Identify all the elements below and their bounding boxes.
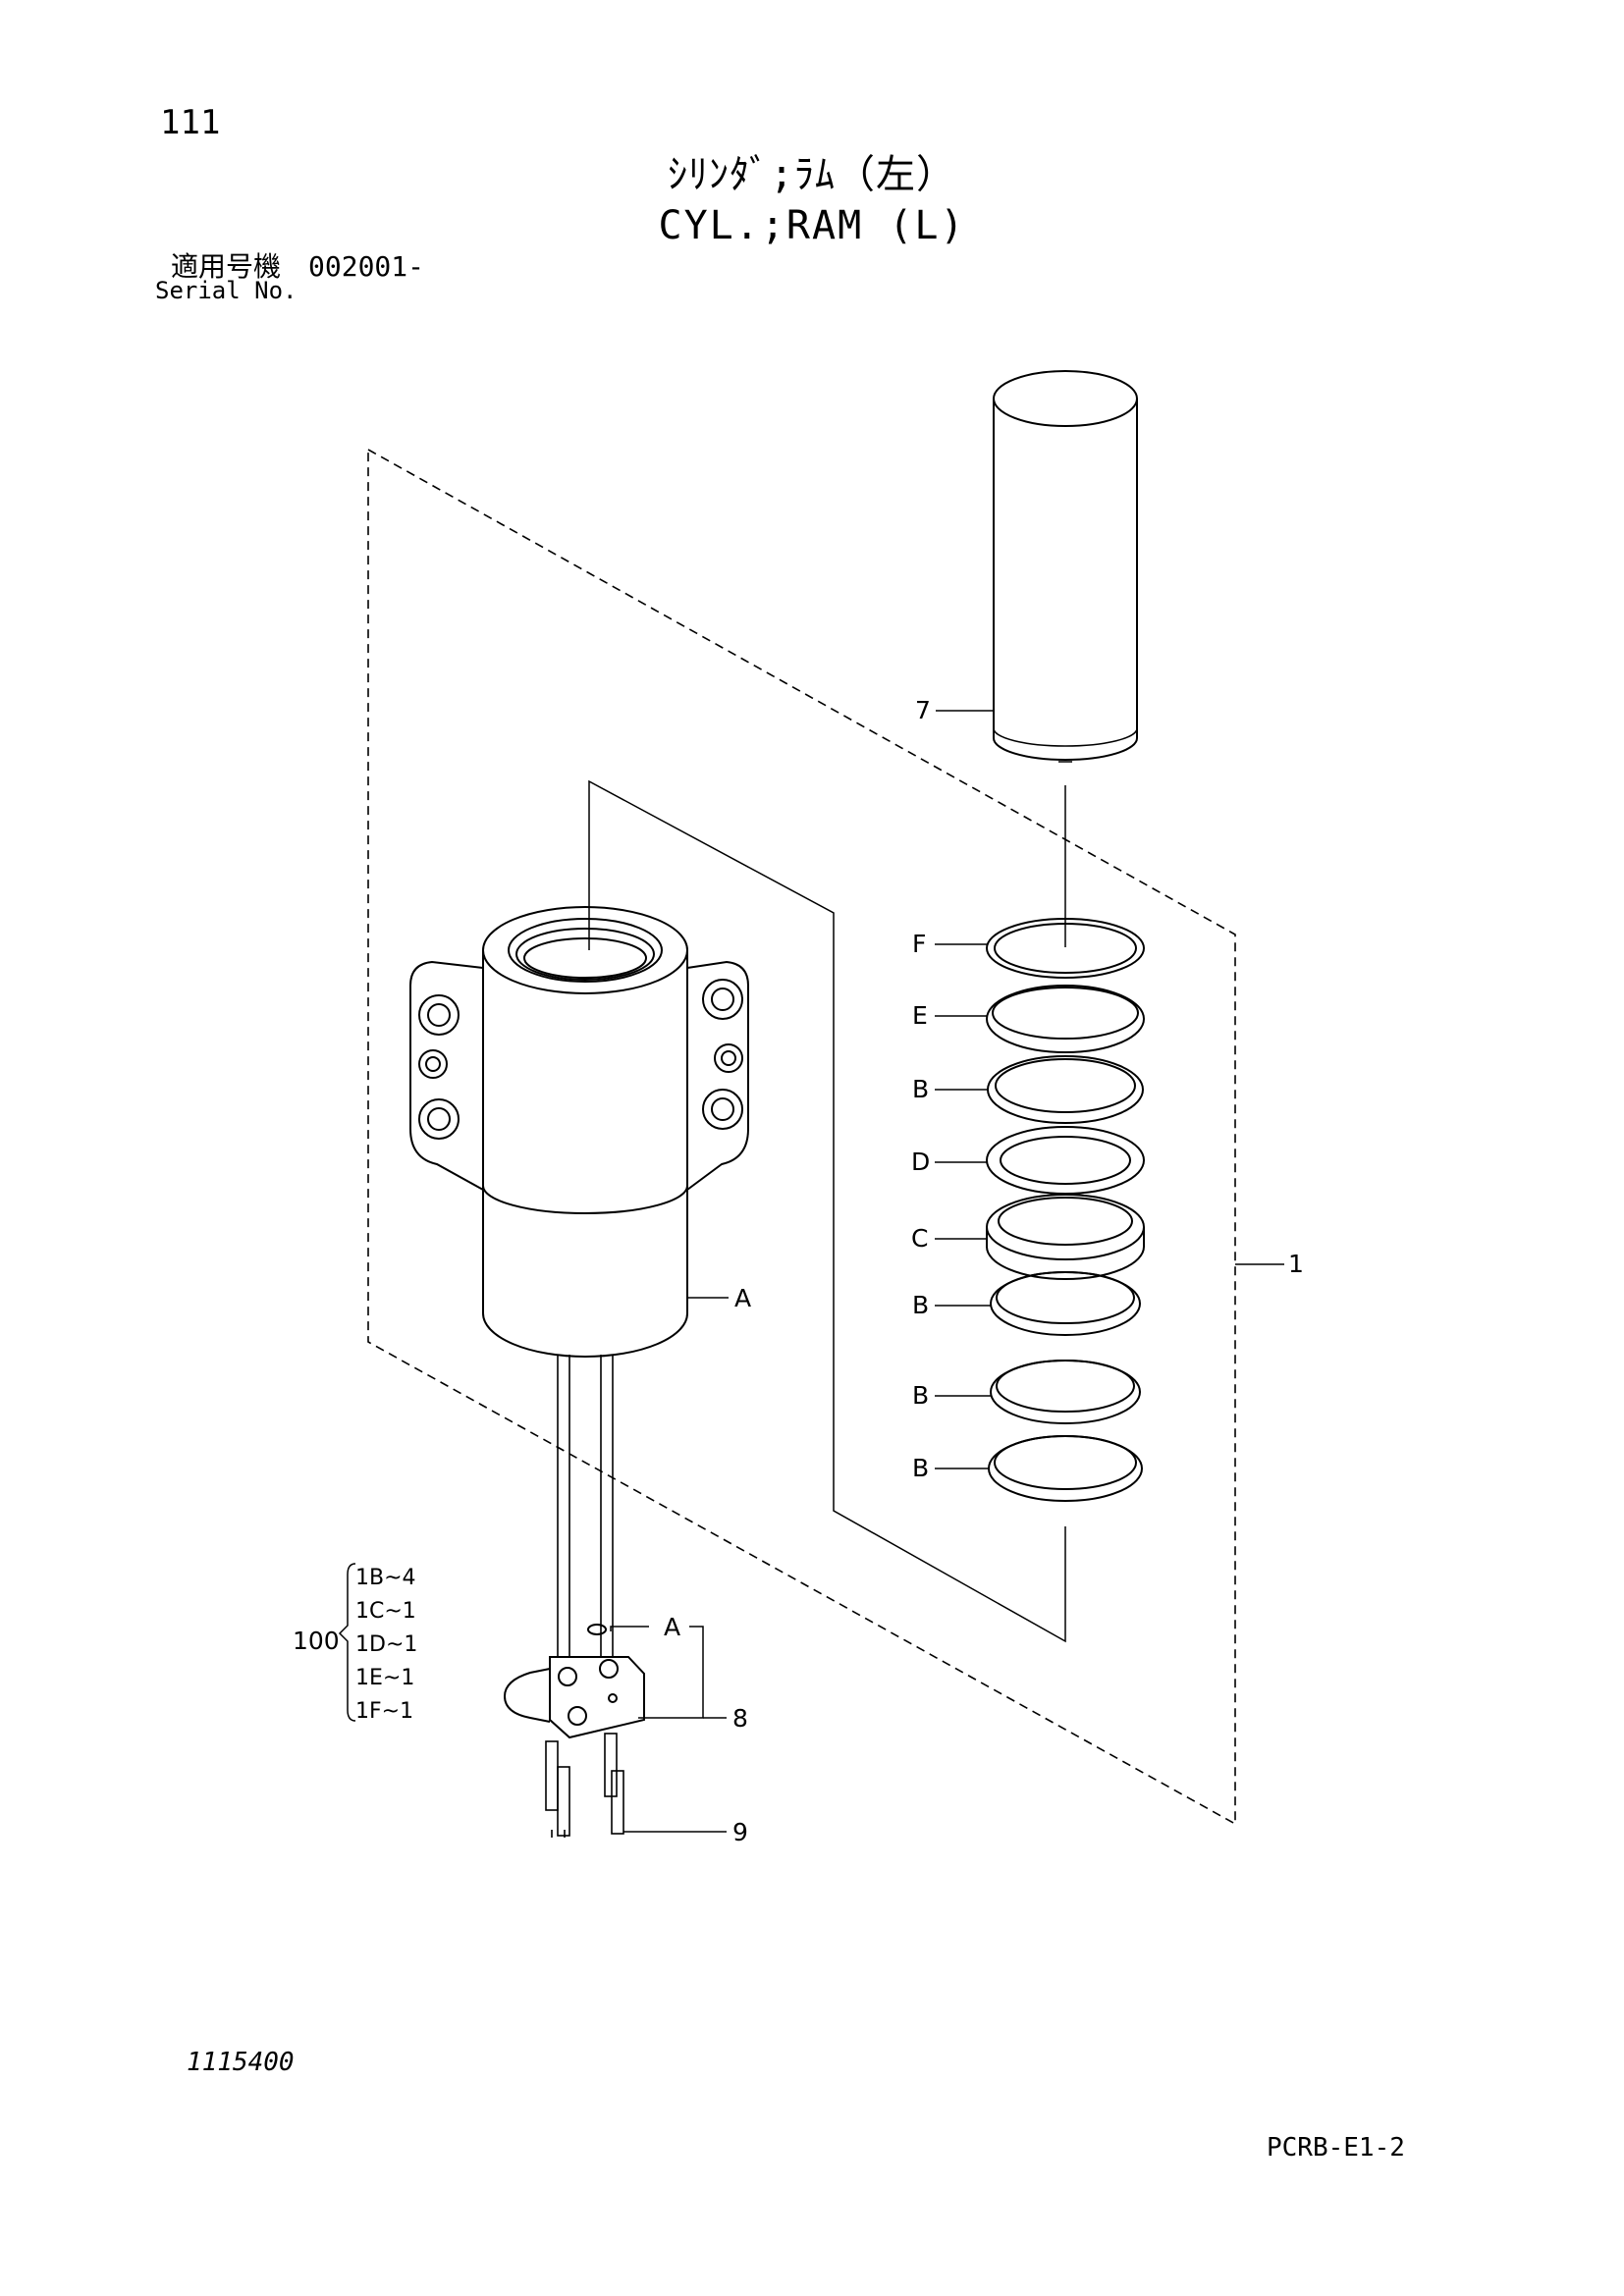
callout-ring-d: D <box>911 1148 930 1176</box>
piston-drawing <box>993 370 1138 763</box>
kit-item-1b: 1B~4 <box>355 1566 416 1590</box>
callout-ring-b4: B <box>912 1454 929 1482</box>
kit-item-1c: 1C~1 <box>355 1599 416 1624</box>
callout-part-a-block: A <box>664 1613 680 1641</box>
kit-brace <box>338 1563 356 1722</box>
callout-ring-c: C <box>911 1224 928 1253</box>
title-japanese: ｼﾘﾝﾀﾞ;ﾗﾑ（左） <box>667 152 957 197</box>
block-drawing <box>503 1624 645 1739</box>
assembly-boundary <box>367 448 1236 1826</box>
kit-item-1e: 1E~1 <box>355 1666 414 1690</box>
serial-label-english: Serial No. <box>155 277 298 304</box>
leader-8 <box>638 1626 704 1719</box>
title-english: CYL.;RAM (L) <box>658 203 966 248</box>
drawing-number: 1115400 <box>187 2048 295 2077</box>
cylinder-body-drawing <box>409 906 749 1358</box>
kit-item-1d: 1D~1 <box>355 1632 417 1657</box>
kit-item-1f: 1F~1 <box>355 1699 413 1724</box>
callout-ring-b1: B <box>912 1075 929 1103</box>
callout-ring-e: E <box>912 1001 928 1030</box>
seal-ring-stack <box>986 918 1145 1502</box>
callout-part-7: 7 <box>915 696 931 724</box>
rod-drawing <box>557 1355 614 1657</box>
callout-part-8: 8 <box>732 1704 748 1733</box>
bolts-drawing <box>545 1733 624 1838</box>
page-number: 111 <box>160 103 221 142</box>
callout-part-1: 1 <box>1288 1250 1304 1278</box>
serial-label-japanese: 適用号機 002001- <box>171 250 425 283</box>
page-code: PCRB-E1-2 <box>1267 2133 1405 2163</box>
leader-a-block <box>610 1626 649 1631</box>
kit-number: 100 <box>293 1627 340 1655</box>
assembly-path <box>588 779 1066 1643</box>
callout-ring-b2: B <box>912 1291 929 1319</box>
callout-part-9: 9 <box>732 1818 748 1846</box>
callout-ring-f: F <box>912 930 926 958</box>
ring-leader-lines <box>935 943 991 1469</box>
callout-part-a-cylinder: A <box>734 1284 751 1312</box>
callout-ring-b3: B <box>912 1381 929 1410</box>
